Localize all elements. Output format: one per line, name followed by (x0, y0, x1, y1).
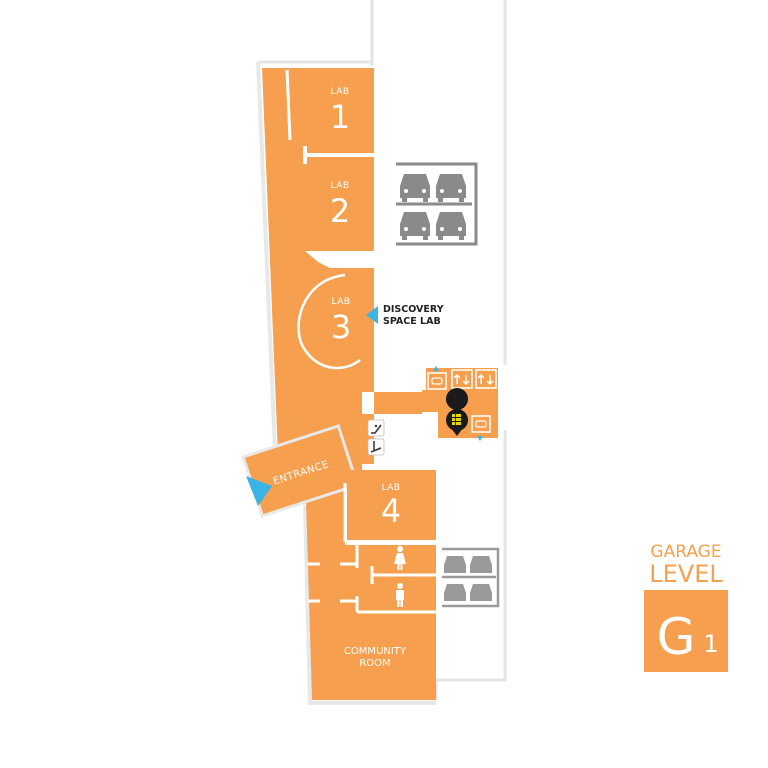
lab-4-label: LAB (381, 483, 400, 493)
escalator-up-icon[interactable] (367, 419, 385, 437)
discovery-space-lab-callout[interactable]: DISCOVERY SPACE LAB (366, 304, 444, 327)
legend-title-line2: LEVEL (649, 560, 723, 588)
legend-title-line1: GARAGE (650, 542, 721, 562)
garage-parking-exit-icon[interactable] (471, 415, 491, 441)
pay-station-icon[interactable] (446, 388, 469, 436)
room-lab-3[interactable]: LAB 3 (331, 297, 351, 346)
lab-4-number: 4 (381, 492, 401, 530)
level-legend: GARAGE LEVEL G 1 (644, 542, 728, 672)
lab-3-number: 3 (331, 308, 351, 346)
lab-1-label: LAB (330, 87, 349, 97)
lab-1-number: 1 (330, 98, 350, 136)
restrooms (308, 544, 436, 614)
discovery-label-line2: SPACE LAB (383, 316, 441, 327)
community-room-label-line2: ROOM (359, 658, 390, 669)
mens-restroom-icon (396, 583, 404, 607)
lab-walls (285, 69, 374, 370)
escalator-down-icon[interactable] (367, 438, 385, 456)
room-entrance[interactable]: ENTRANCE (241, 424, 360, 518)
lab-2-number: 2 (330, 192, 350, 230)
discovery-label-line1: DISCOVERY (383, 304, 444, 315)
parking-icon[interactable] (396, 162, 478, 246)
parking-icon[interactable] (442, 547, 500, 608)
elevator-icon[interactable] (475, 369, 497, 389)
lab-2-label: LAB (330, 181, 349, 191)
garage-parking-entry-icon[interactable] (427, 366, 447, 390)
womens-restroom-icon (394, 546, 406, 570)
level-number: 1 (703, 630, 718, 658)
lab-3-label: LAB (331, 297, 350, 307)
entrance-marker-icon (246, 476, 272, 506)
room-lab-4[interactable]: LAB 4 (343, 470, 436, 544)
garage-outline (256, 0, 507, 705)
room-lab-2[interactable]: LAB 2 (330, 181, 350, 230)
pointer-marker-icon (366, 306, 378, 324)
level-letter: G (657, 608, 696, 666)
community-room-label-line1: COMMUNITY (344, 646, 407, 657)
room-lab-1[interactable]: LAB 1 (330, 87, 350, 136)
level-badge (644, 590, 728, 672)
room-community[interactable]: COMMUNITY ROOM (344, 646, 407, 669)
elevator-icon[interactable] (451, 369, 473, 389)
